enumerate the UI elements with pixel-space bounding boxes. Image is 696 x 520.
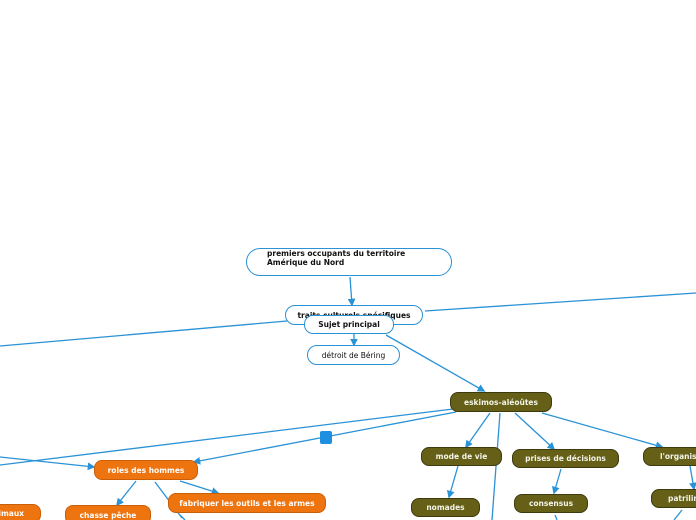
node-mode-de-vie[interactable]: mode de vie (421, 447, 502, 466)
connector-eskimos-mode (465, 412, 491, 449)
node-prises-de-decisions[interactable]: prises de décisions (512, 449, 619, 468)
connector-eskimos-prises (514, 412, 556, 451)
connector-roles-outils (179, 480, 220, 495)
connector-eskimos-far-left (0, 408, 454, 466)
connector-eskimos-organisation (541, 412, 664, 450)
node-patrilineaire-label: patrilinéaire (668, 494, 696, 503)
connector-organisation-patrilineaire (689, 465, 696, 491)
node-consensus-label: consensus (528, 499, 574, 508)
connector-prises-consensus (552, 468, 562, 495)
node-chasse-peche[interactable]: chasse pêche (65, 505, 151, 520)
node-eskimos-aleoutes[interactable]: eskimos-aléoûtes (450, 392, 552, 412)
node-roles-label: roles des hommes (107, 465, 185, 475)
node-prises-label: prises de décisions (525, 454, 606, 463)
connector-hidden-far-left (0, 320, 288, 347)
node-detroit-bering[interactable]: détroit de Béring (307, 345, 400, 365)
node-chasse-label: chasse pêche (79, 510, 137, 520)
connector-mode-nomades (446, 465, 459, 499)
node-eskimos-label: eskimos-aléoûtes (463, 397, 538, 407)
connector-eskimos-down (491, 412, 501, 520)
node-organisation[interactable]: l'organisation (643, 447, 696, 466)
connector-hidden-far-right (424, 292, 696, 312)
connector-branch-stub (179, 514, 186, 520)
node-patrilineaire[interactable]: patrilinéaire (651, 489, 696, 508)
main-topic-label: Sujet principal (318, 320, 380, 329)
branch-drag-handle[interactable] (320, 431, 332, 444)
connector-roles-chasse (116, 480, 137, 507)
node-mode-de-vie-label: mode de vie (435, 452, 488, 461)
topic-node-premiers-occupants[interactable]: premiers occupants du territoire Amériqu… (246, 248, 452, 276)
node-roles-des-hommes[interactable]: roles des hommes (94, 460, 198, 480)
node-consensus[interactable]: consensus (514, 494, 588, 513)
connector-main-eskimos (385, 334, 486, 392)
main-topic-node[interactable]: Sujet principal (304, 315, 394, 334)
connector-consensus-down (554, 514, 558, 520)
connector-patrilineaire-down (673, 509, 683, 520)
connector-topic-hidden (347, 276, 356, 307)
topic-line-2: Amérique du Nord (267, 258, 345, 267)
node-animaux-label: animaux (0, 509, 24, 518)
node-fabriquer-outils[interactable]: fabriquer les outils et les armes (168, 493, 326, 513)
node-nomades-label: nomades (426, 503, 465, 512)
node-animaux[interactable]: animaux (0, 504, 41, 520)
node-organisation-label: l'organisation (660, 452, 696, 461)
node-fabriquer-label: fabriquer les outils et les armes (179, 498, 315, 508)
connector-left-roles (0, 456, 96, 471)
node-detroit-bering-label: détroit de Béring (321, 350, 386, 360)
topic-line-1: premiers occupants du territoire (267, 249, 406, 258)
node-nomades[interactable]: nomades (411, 498, 480, 517)
